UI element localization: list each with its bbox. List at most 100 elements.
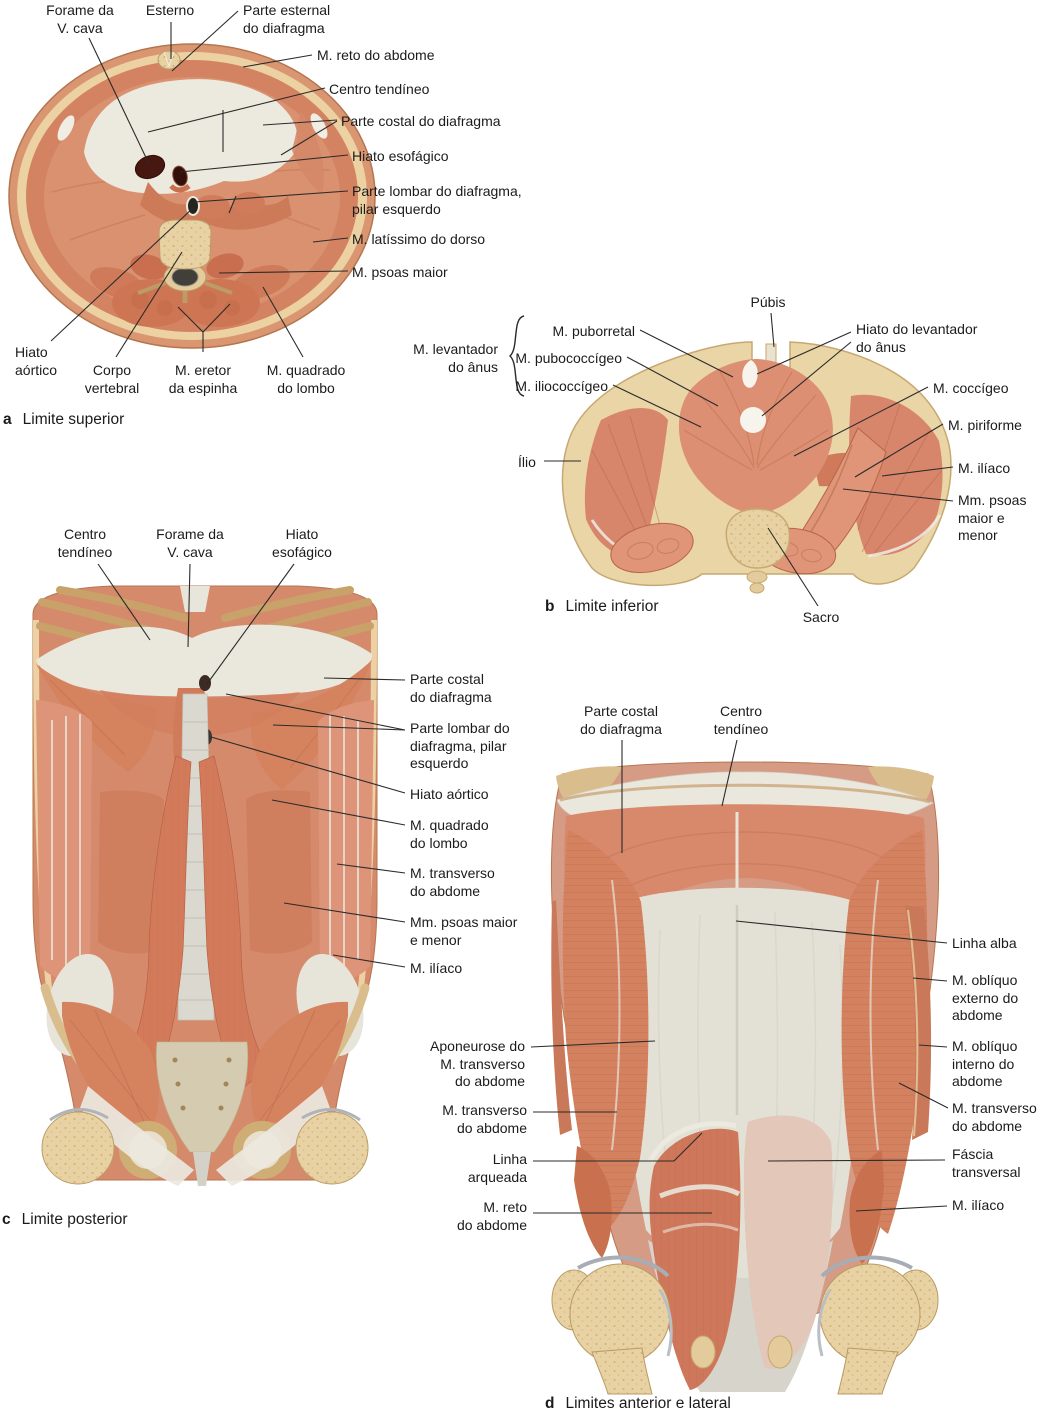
leader-line <box>793 386 929 457</box>
caption-text: Limite posterior <box>21 1211 128 1228</box>
illustration-limite-inferior <box>561 341 952 594</box>
anatomy-label: M. pubococcígeo <box>515 350 622 366</box>
caption-a: a Limite superior <box>3 411 124 429</box>
anatomy-label: M. reto do abdome <box>317 47 435 63</box>
leader-line <box>271 799 406 826</box>
leader-line <box>242 54 313 68</box>
caption-letter: d <box>545 1395 555 1412</box>
anatomy-label: M. puborretal <box>552 323 635 339</box>
leader-line <box>115 251 183 358</box>
anatomy-label: Mm. psoas maior e menor <box>410 914 518 948</box>
caption-b: b Limite inferior <box>545 598 659 616</box>
anatomy-label: M. oblíquo externo do abdome <box>952 972 1019 1023</box>
leader-line <box>312 237 349 243</box>
anatomy-label: M. piriforme <box>948 417 1022 433</box>
leader-line <box>912 977 948 982</box>
leader-line <box>225 693 406 731</box>
anatomy-label: M. ilíaco <box>952 1197 1005 1213</box>
anatomy-label: Sacro <box>802 609 840 625</box>
anatomy-label: Hiato esofágico <box>352 148 449 164</box>
anatomy-label: M. levantador do ânus <box>413 341 498 375</box>
leader-line <box>210 736 406 794</box>
leader-line <box>228 195 237 214</box>
anatomy-label: M. quadrado do lombo <box>410 817 489 851</box>
leader-line <box>533 1132 703 1162</box>
illustration-limites-anterior-lateral <box>550 761 940 1395</box>
anatomy-label: M. oblíquo interno do abdome <box>952 1038 1018 1089</box>
leader-line <box>206 563 295 685</box>
leader-line <box>323 677 406 681</box>
anatomy-label: Parte costal do diafragma <box>580 703 662 737</box>
leader-line <box>639 329 734 378</box>
leader-line <box>202 303 231 333</box>
leader-line <box>770 312 775 348</box>
anatomy-label: M. latíssimo do dorso <box>352 231 486 247</box>
caption-letter: a <box>3 411 12 428</box>
caption-letter: b <box>545 598 555 615</box>
anatomy-label: Hiato aórtico <box>15 344 58 378</box>
leader-line <box>262 286 304 358</box>
leader-line <box>272 724 406 731</box>
anatomy-label: Ílio <box>518 454 536 470</box>
leader-line <box>854 423 944 478</box>
caption-letter: c <box>2 1211 11 1228</box>
anatomy-label: M. reto do abdome <box>456 1199 527 1233</box>
leader-line <box>177 306 204 352</box>
anatomy-label: Fáscia transversal <box>952 1146 1021 1180</box>
leader-line <box>918 1044 948 1048</box>
anatomy-label: Hiato esofágico <box>272 526 332 560</box>
anatomy-label: Forame da V. cava <box>46 2 114 36</box>
leader-line <box>88 37 151 167</box>
leader-line <box>147 87 326 133</box>
anatomy-label: M. transverso do abdome <box>952 1100 1037 1134</box>
leader-line <box>193 190 349 203</box>
anatomy-label: Parte lombar do diafragma, pilar esquerd… <box>410 720 510 771</box>
caption-c: c Limite posterior <box>2 1211 128 1229</box>
anatomy-label: Aponeurose do M. transverso do abdome <box>430 1038 525 1089</box>
anatomy-label: Centro tendíneo <box>329 81 430 97</box>
leader-line <box>280 120 338 156</box>
anatomy-label: Parte costal do diafragma <box>410 671 492 705</box>
anatomy-label: Hiato aórtico <box>410 786 489 802</box>
anatomy-label: Linha alba <box>952 935 1017 951</box>
anatomy-label: Forame da V. cava <box>156 526 224 560</box>
anatomy-label: M. iliococcígeo <box>515 378 608 394</box>
anatomy-label: Parte esternal do diafragma <box>243 2 331 36</box>
leader-line <box>767 527 819 607</box>
caption-text: Limite superior <box>22 411 125 428</box>
anatomy-label: Púbis <box>750 294 786 310</box>
anatomy-label: Linha arqueada <box>467 1151 527 1185</box>
leader-line <box>756 331 852 375</box>
anatomy-label: Esterno <box>145 2 195 18</box>
caption-text: Limites anterior e lateral <box>565 1395 731 1412</box>
anatomy-label: M. ilíaco <box>410 960 463 976</box>
leader-line <box>612 384 702 428</box>
caption-text: Limite inferior <box>565 598 659 615</box>
leader-line <box>336 863 406 874</box>
leader-line <box>898 1082 949 1109</box>
anatomy-label: Mm. psoas maior e menor <box>958 492 1027 543</box>
anatomy-label: M. ilíaco <box>958 460 1011 476</box>
anatomy-label: Centro tendíneo <box>57 526 113 560</box>
leader-line <box>283 902 406 923</box>
leader-line <box>332 954 406 968</box>
leader-line <box>97 563 151 641</box>
leader-line <box>179 154 349 173</box>
leader-line <box>218 270 349 274</box>
leader-line <box>855 1205 948 1212</box>
leader-line <box>262 119 338 126</box>
anatomy-label: M. transverso do abdome <box>410 865 495 899</box>
grouping-brace <box>508 315 525 397</box>
anatomy-label: Corpo vertebral <box>84 362 140 396</box>
leader-line <box>761 341 852 417</box>
anatomy-label: Parte lombar do diafragma, pilar esquerd… <box>352 183 522 217</box>
anatomy-label: M. quadrado do lombo <box>266 362 346 396</box>
leader-line <box>881 466 954 477</box>
leader-line <box>530 1040 656 1048</box>
caption-d: d Limites anterior e lateral <box>545 1395 731 1413</box>
leader-line <box>187 563 191 648</box>
anatomy-label: M. psoas maior <box>352 264 448 280</box>
anatomy-label: Centro tendíneo <box>713 703 769 737</box>
